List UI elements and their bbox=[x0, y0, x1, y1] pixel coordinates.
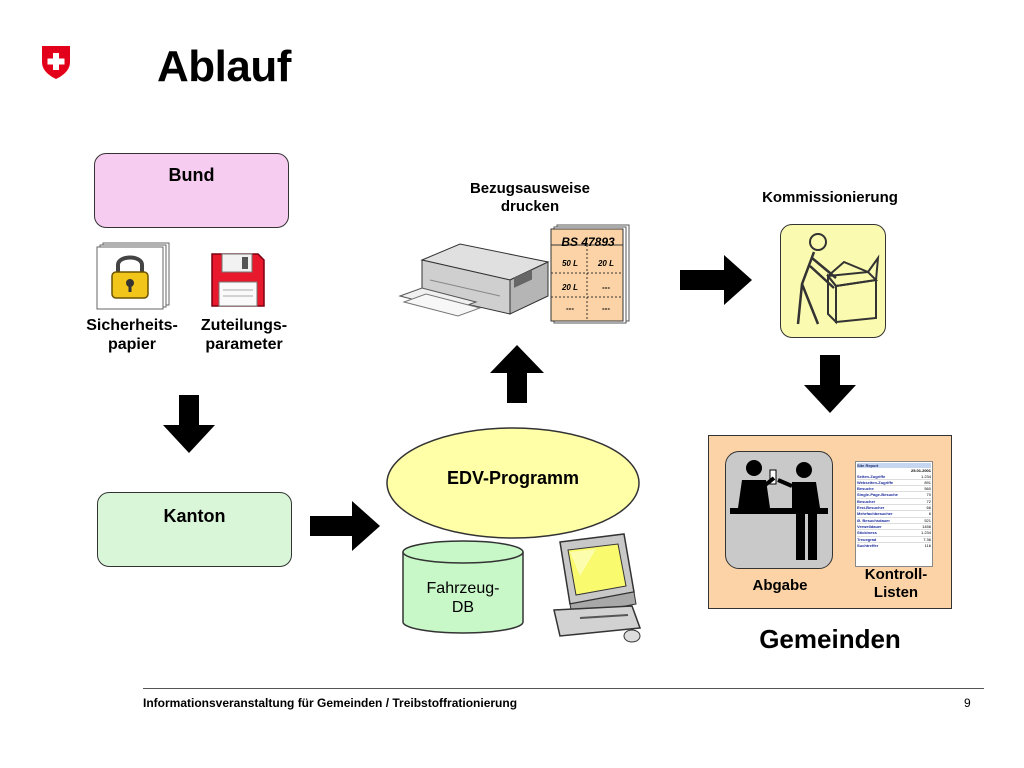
kontroll-listen-label: Kontroll- Listen bbox=[864, 566, 928, 601]
bund-label: Bund bbox=[168, 165, 215, 185]
edv-label: EDV-Programm bbox=[446, 468, 580, 488]
padlock-paper-icon bbox=[96, 242, 170, 310]
bund-box: Bund bbox=[94, 153, 289, 228]
arrow-down-icon bbox=[163, 395, 215, 453]
packing-worker-icon bbox=[796, 233, 880, 325]
report-date: 25.01.2001 bbox=[910, 468, 931, 474]
arrow-down-icon bbox=[804, 355, 856, 413]
zuteilungsparameter-label: Zuteilungs- parameter bbox=[200, 317, 288, 354]
ticket-cell: --- bbox=[602, 283, 610, 292]
ticket-cell: 20 L bbox=[561, 283, 578, 292]
floppy-disk-icon bbox=[211, 253, 265, 307]
ticket-cell: --- bbox=[566, 304, 574, 313]
database-label: Fahrzeug- DB bbox=[426, 580, 500, 617]
ticket-cell: 20 L bbox=[597, 259, 614, 268]
arrow-up-icon bbox=[490, 345, 544, 403]
ticket-header: BS 47893 bbox=[561, 235, 615, 249]
database-cylinder-icon bbox=[402, 540, 524, 634]
footer-text: Informationsveranstaltung für Gemeinden … bbox=[143, 696, 518, 710]
computer-icon bbox=[553, 533, 642, 643]
kanton-box: Kanton bbox=[97, 492, 292, 567]
ticket-cell: 50 L bbox=[561, 259, 578, 268]
footer-divider bbox=[143, 688, 984, 689]
arrow-right-icon bbox=[310, 501, 380, 551]
abgabe-label: Abgabe bbox=[752, 577, 808, 594]
page-title: Ablauf bbox=[157, 42, 291, 91]
kanton-label: Kanton bbox=[163, 506, 226, 526]
ticket-cell: --- bbox=[602, 304, 610, 313]
kommission-label: Kommissionierung bbox=[762, 189, 898, 206]
sicherheitspapier-label: Sicherheits- papier bbox=[86, 317, 178, 354]
swiss-flag-icon bbox=[42, 46, 70, 79]
printer-icon bbox=[398, 243, 550, 317]
counter-handover-icon bbox=[730, 460, 828, 560]
arrow-right-icon bbox=[680, 255, 752, 305]
report-title: Site Report bbox=[857, 463, 931, 469]
gemeinden-label: Gemeinden bbox=[759, 624, 901, 654]
druck-label: Bezugsausweise drucken bbox=[469, 180, 591, 215]
page-number: 9 bbox=[964, 696, 971, 710]
ration-ticket-icon bbox=[550, 224, 630, 324]
edv-ellipse bbox=[386, 427, 640, 539]
